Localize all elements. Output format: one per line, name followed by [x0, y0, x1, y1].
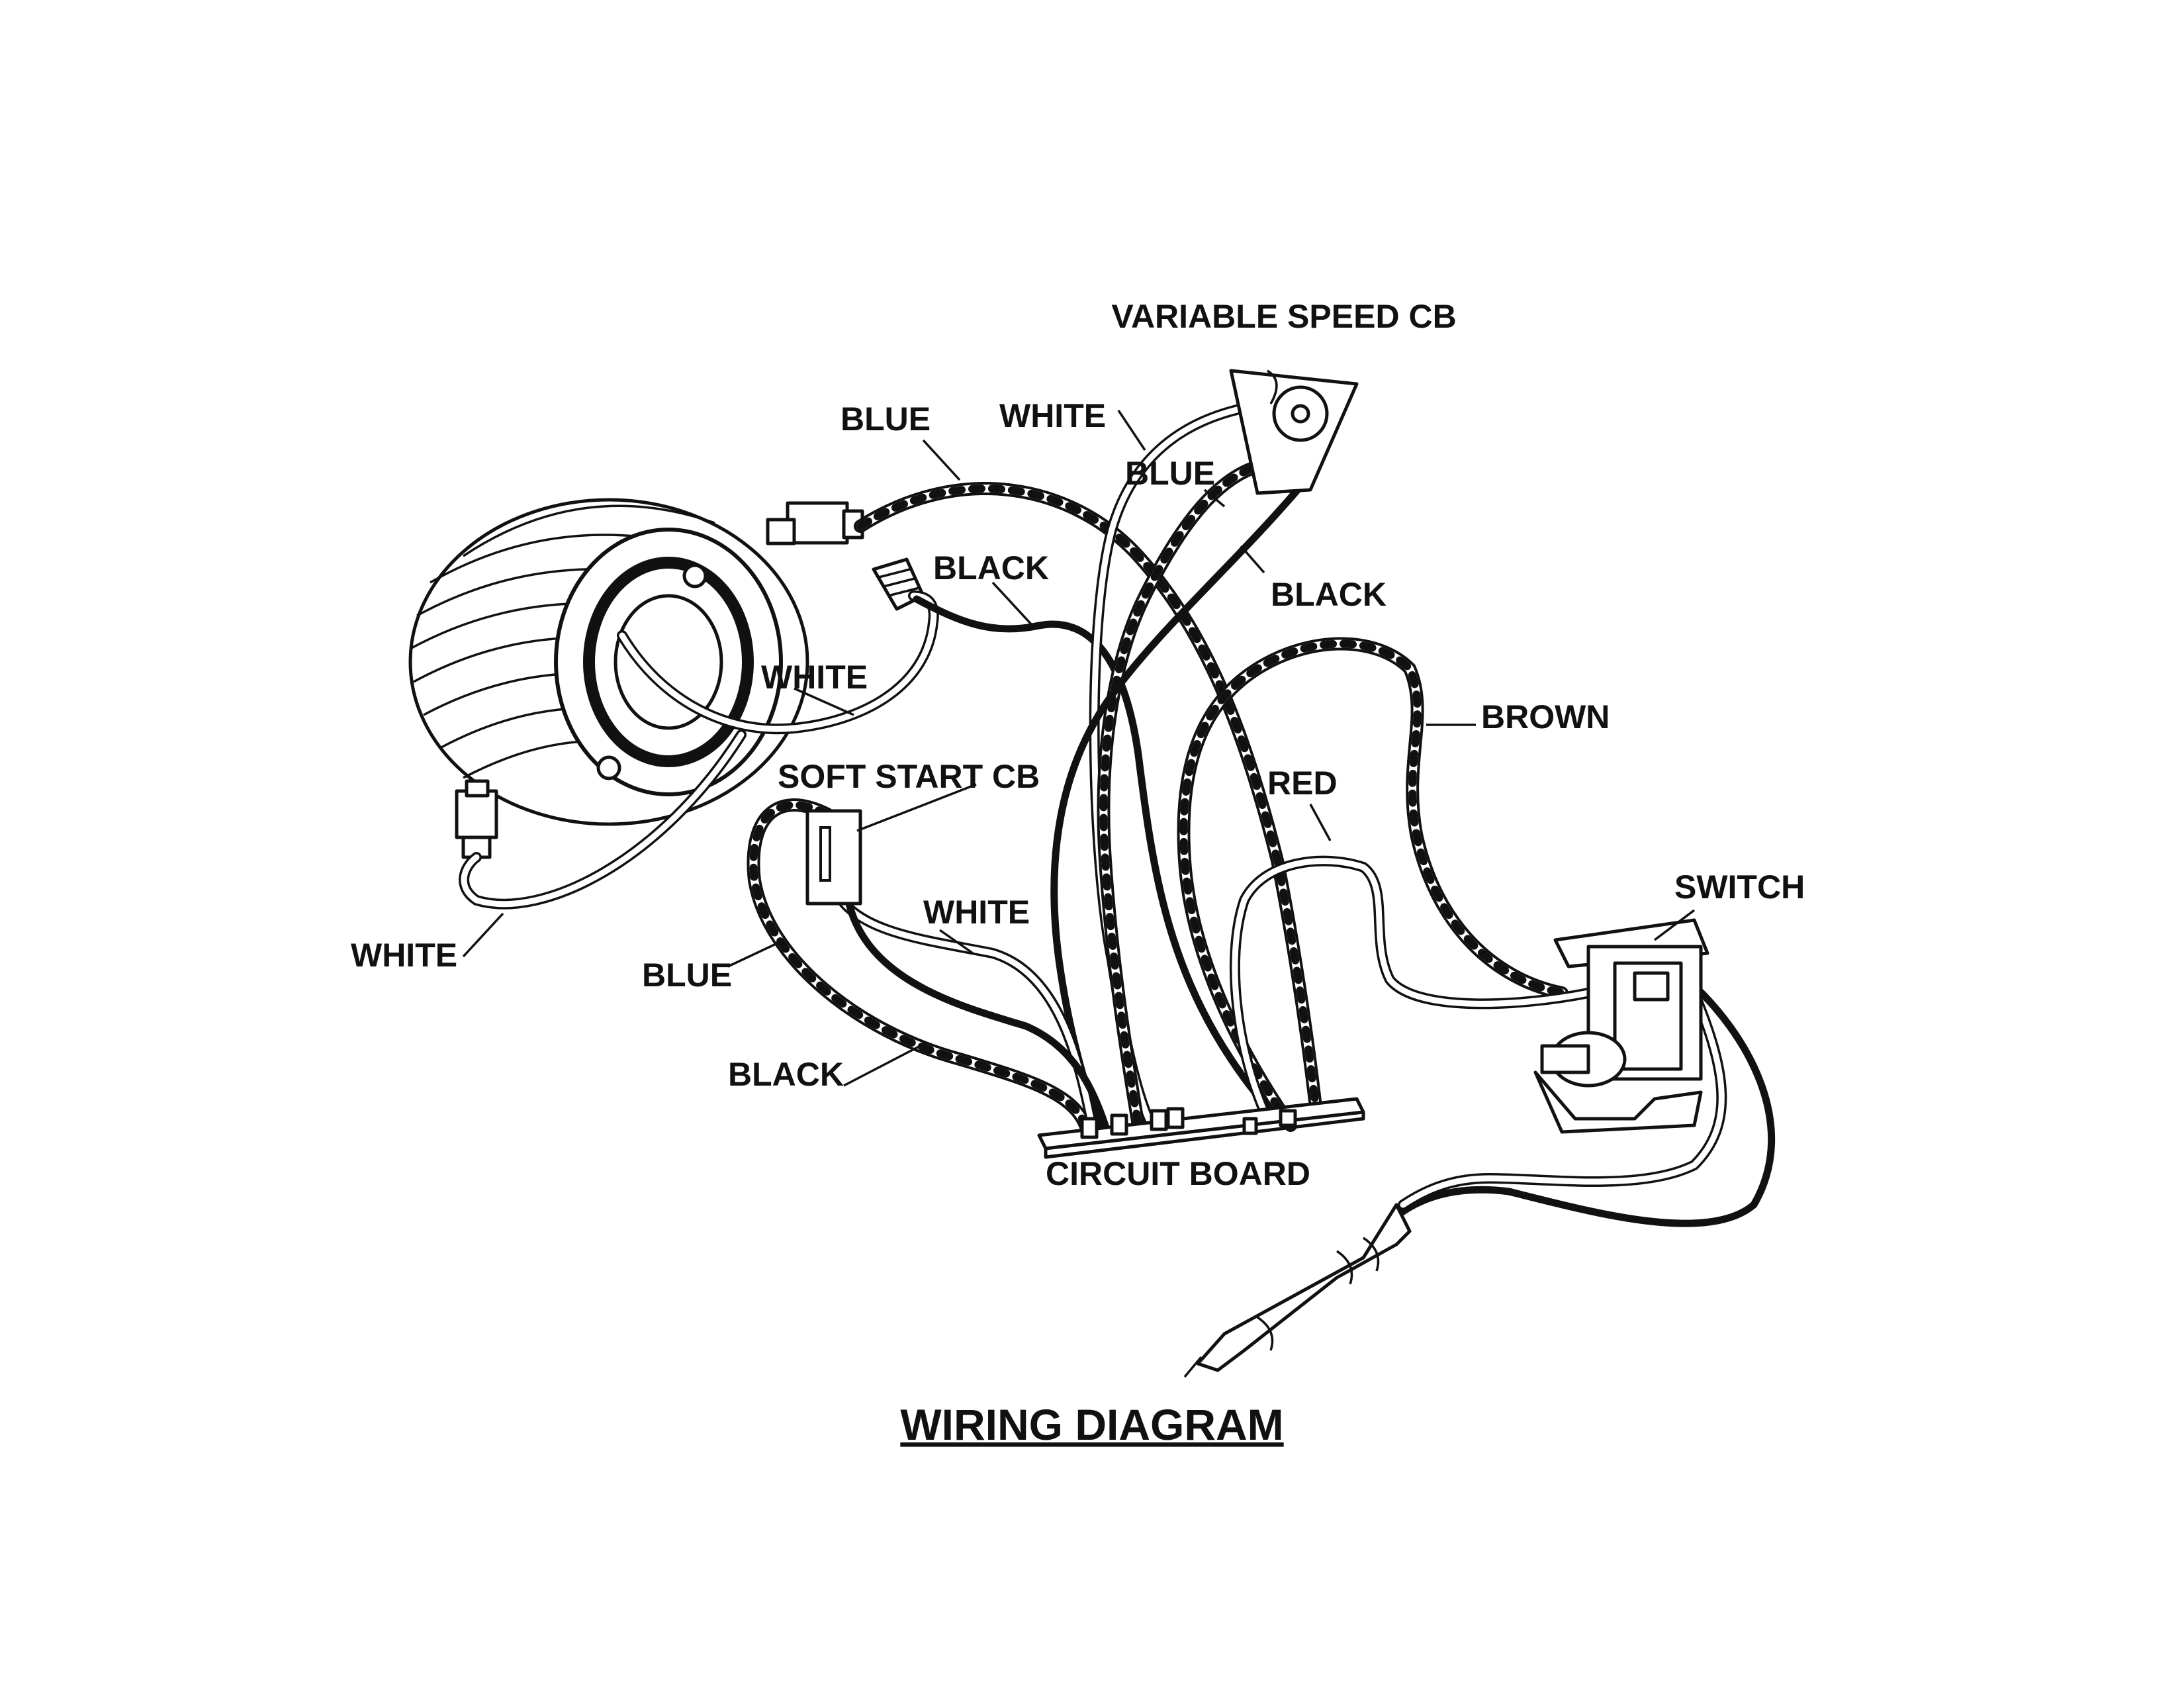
wires	[459, 399, 1776, 1227]
label-white-top: WHITE	[999, 397, 1106, 434]
label-black-left: BLACK	[728, 1056, 844, 1093]
blue-plug-connector	[766, 501, 864, 545]
switch-part	[1533, 918, 1709, 1134]
leader-lines	[462, 410, 1696, 1087]
label-soft-start-cb: SOFT START CB	[778, 758, 1040, 795]
circuit-board-part	[1037, 1097, 1365, 1159]
label-switch: SWITCH	[1674, 868, 1805, 906]
label-white-motor: WHITE	[761, 659, 868, 696]
label-blue-mid: BLUE	[1125, 455, 1215, 492]
left-plug-connector	[455, 779, 498, 859]
label-variable-speed-cb: VARIABLE SPEED CB	[1111, 298, 1456, 335]
label-red: RED	[1267, 765, 1338, 802]
label-white-softstart: WHITE	[923, 894, 1030, 931]
label-blue-top: BLUE	[841, 400, 931, 438]
variable-speed-cb-part	[1229, 369, 1359, 495]
label-black-right: BLACK	[1271, 576, 1387, 613]
label-white-left: WHITE	[351, 937, 457, 974]
label-blue-left: BLUE	[642, 957, 732, 994]
diagram-title: WIRING DIAGRAM	[900, 1400, 1283, 1449]
soft-start-cb-part	[805, 809, 862, 906]
labels: VARIABLE SPEED CB BLUE WHITE BLUE BLACK …	[351, 298, 1805, 1449]
label-black-top: BLACK	[933, 549, 1049, 586]
motor-field-coil	[408, 498, 809, 826]
label-circuit-board: CIRCUIT BOARD	[1046, 1155, 1310, 1192]
label-brown: BROWN	[1481, 698, 1610, 735]
power-cord-plug	[1183, 1203, 1412, 1378]
